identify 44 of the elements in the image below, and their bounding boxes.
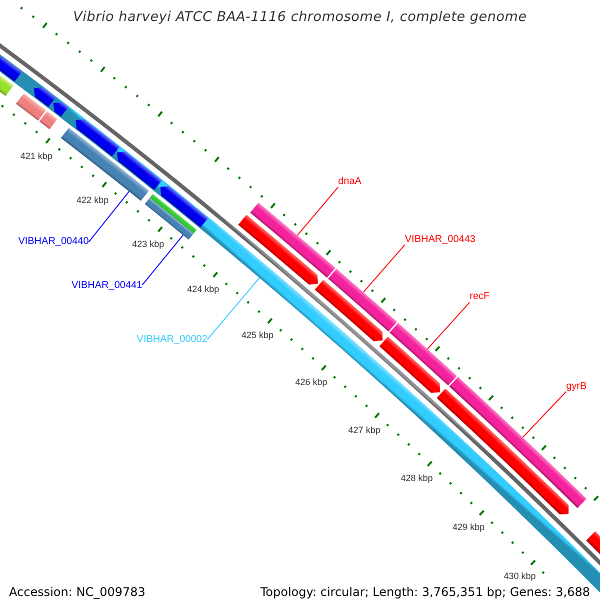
tick-label: 426 kbp [295,377,328,388]
leader-line [296,186,339,236]
tick-label: 427 kbp [348,424,380,435]
tick-label: 424 kbp [187,284,220,294]
leader-line [88,190,130,242]
gene-bar [586,531,600,554]
tick-label: 429 kbp [452,522,485,532]
leader-line [362,244,406,293]
tick-label: 423 kbp [132,239,164,250]
tick-label: 425 kbp [241,330,274,340]
tick-label: 428 kbp [400,472,433,483]
footer-text: Topology: circular; Length: 3,765,351 bp; Genes: 3,688 [260,585,590,599]
gene-label: VIBHAR_00443 [404,234,476,245]
leader-line [426,302,470,350]
gene-bar [379,336,440,393]
gene-bar [0,76,14,96]
gene-bar [160,186,208,228]
gene-bar [238,214,318,285]
gene-label: gyrB [566,380,587,392]
tick-label: 430 kbp [504,571,536,582]
gene-bar [16,93,46,121]
gene-label: VIBHAR_00002 [136,334,208,345]
gene-label: VIBHAR_00440 [18,236,89,248]
gene-label: dnaA [338,176,362,188]
leader-line [142,234,184,286]
gene-bar [39,111,58,130]
tick-label: 422 kbp [76,194,109,205]
gene-bar [314,280,383,342]
gene-bar [328,268,398,332]
gene-bar [76,119,120,156]
map-title: Vibrio harveyi ATCC BAA-1116 chromosome I, complete genome [73,9,527,25]
gene-label: VIBHAR_00441 [72,280,142,291]
gene-bar [449,376,587,508]
gene-bar [250,202,336,278]
gene-bar [116,152,162,190]
footer-text: Accession: NC_009783 [9,585,146,599]
gene-bar [150,194,197,234]
gene-label: recF [470,291,490,302]
gene-bar [53,102,68,117]
leader-line [206,277,260,340]
tick-label: 421 kbp [20,150,52,161]
gene-bar [34,87,56,108]
gene-bar [390,322,457,386]
gene-bar [144,198,194,240]
